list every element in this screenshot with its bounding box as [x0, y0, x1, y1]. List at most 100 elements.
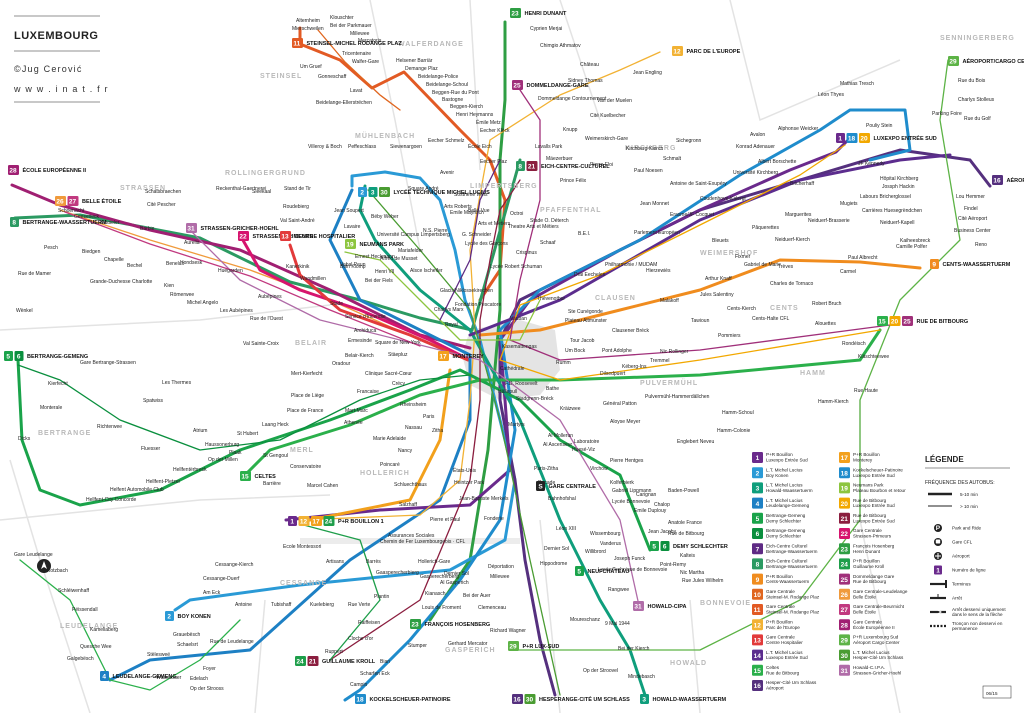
stop-label: N.S. Pierre [423, 228, 448, 234]
stop-label: Rheinsheim [400, 402, 426, 408]
stop-label: Scharfen Eck [360, 671, 390, 677]
terminal-label: BERTRANGE-GEMENG [27, 354, 88, 360]
stop-label: Anatole France [668, 520, 702, 526]
stop-label: 9 Mai 1944 [605, 621, 630, 627]
stop-label: Ste Cunégonde [568, 309, 603, 315]
line-number-badge [672, 46, 683, 56]
stop-label: Emile Duplouy [634, 508, 667, 514]
district-label: MERL [290, 447, 314, 454]
stop-label: Bahnhofshal [548, 496, 576, 502]
line-number-badge-label: 5 [577, 568, 581, 575]
legend-line-badge [839, 497, 850, 509]
train-station-icon-body [935, 539, 941, 544]
stop-label: Émile Metz [476, 119, 501, 126]
line-number-badge [948, 56, 959, 66]
stop-label: Hamm-Kierch [818, 399, 849, 405]
stop-label: Gare Bertrange-Strassen [80, 360, 136, 366]
legend-line-to: Luxexpo Entrée Sud [853, 518, 895, 523]
stop-label: Jean-Baptiste Merkels [459, 496, 509, 502]
legend-line-from: Neumans Park [853, 483, 884, 488]
stop-label: Heintzer Park [454, 480, 485, 486]
title-block: LUXEMBOURG ©Jug Cerović w w w . i n a t … [13, 15, 108, 103]
stop-label: Plaak [229, 450, 242, 456]
stop-label: Henri VII [375, 269, 394, 275]
stop-label: Peffeschlass [348, 144, 377, 150]
stop-label: Crécy [392, 381, 406, 387]
terminal-label: DOMMELDANGE-GARE [527, 83, 589, 89]
stop-label: Marguerites [785, 212, 812, 218]
park-and-ride-icon [934, 524, 942, 532]
stop-label: Jean Engling [633, 70, 662, 76]
line-number-badge-label: 17 [312, 518, 320, 525]
stop-label: Gare Leudelange [14, 552, 53, 558]
terminal-label: CELTES [255, 474, 277, 480]
stop-label: Kirchberg-Kierch [626, 146, 663, 152]
line-number-badge-label: 12 [300, 518, 308, 525]
stop-label: Stadgrenn-Bréck [516, 396, 554, 402]
stop-label: Aubépines [258, 294, 282, 300]
line-number-badge [307, 656, 319, 666]
stop-label: Vanderus [600, 541, 622, 547]
stop-label: Sichegronn [676, 138, 702, 144]
stop-label: Knupp [563, 127, 578, 133]
line-number-badge-label: 20 [891, 318, 899, 325]
stop-label: Rocade [538, 480, 555, 486]
legend-line-to: École Européenne II [853, 624, 895, 630]
line-6 [17, 364, 471, 451]
district-label: WEIMERSHOF [700, 250, 758, 257]
legend-line-to: Steinsel-M. Rodange Plaz [766, 594, 820, 599]
legend-line-to: Cents-Waassertuerm [766, 579, 809, 584]
stop-label: Royal [445, 322, 458, 328]
stop-label: Stade [330, 301, 343, 307]
legend-line-to: Belle Étoile [853, 609, 876, 615]
legend-line-from: Gare Centrale [766, 604, 795, 609]
stop-label: Neiduerf-Brasserie [808, 218, 850, 224]
stop-label: Jules Salentiny [700, 292, 734, 298]
terminal-label: HOWALD-CIPA [648, 604, 687, 610]
stop-label: Michel Angelo [187, 300, 218, 306]
legend-line-to: Bertrange-Waassertuerm [766, 549, 818, 554]
line-number-badge [508, 641, 519, 651]
stop-label: Bleuets [712, 238, 729, 244]
stop-label: Rangwee [608, 587, 629, 593]
stop-label: Chalop [654, 502, 670, 508]
park-and-ride-icon-glyph: P [936, 525, 941, 532]
stop-label: Siewenargoen [390, 144, 422, 150]
stop-label: Point-Remy [660, 562, 687, 568]
stop-label: Avenir [440, 170, 454, 176]
stop-label: Bei der Kierch [618, 646, 650, 652]
stop-label: Pierre et Paul [430, 517, 460, 523]
stop-label: Université Kirchberg [733, 170, 778, 176]
stop-label: Albert Borschette [758, 159, 797, 165]
district-label: STEINSEL [260, 73, 302, 80]
stop-label: Lavalls Park [535, 144, 563, 150]
line-16 [498, 148, 992, 697]
line-number-badge-label: 30 [526, 696, 534, 703]
line-number-badge [633, 601, 644, 611]
stop-label: Rue du Bois [958, 78, 986, 84]
line-number-badge [992, 175, 1003, 185]
stop-label: Eecher Klëck [480, 128, 510, 134]
stop-label: Van der Muelen [597, 98, 632, 104]
legend-line-badge-label: 13 [754, 638, 762, 645]
legend-line-from: P+R Luxembourg Sud [853, 635, 899, 640]
legend-line-badge-label: 26 [841, 592, 849, 599]
district-label: LEUDELANGE [60, 623, 118, 630]
legend-line-from: P+R Bouillon [766, 619, 793, 624]
stop-label: Belair-Kierch [345, 353, 374, 359]
legend-line-badge-label: 15 [754, 668, 762, 675]
stop-label: Al Gasperich [440, 580, 469, 586]
line-number-badge [510, 8, 521, 18]
stop-label: Konrad Adenauer [736, 144, 775, 150]
stop-label: Eecher Plaz [480, 159, 507, 165]
